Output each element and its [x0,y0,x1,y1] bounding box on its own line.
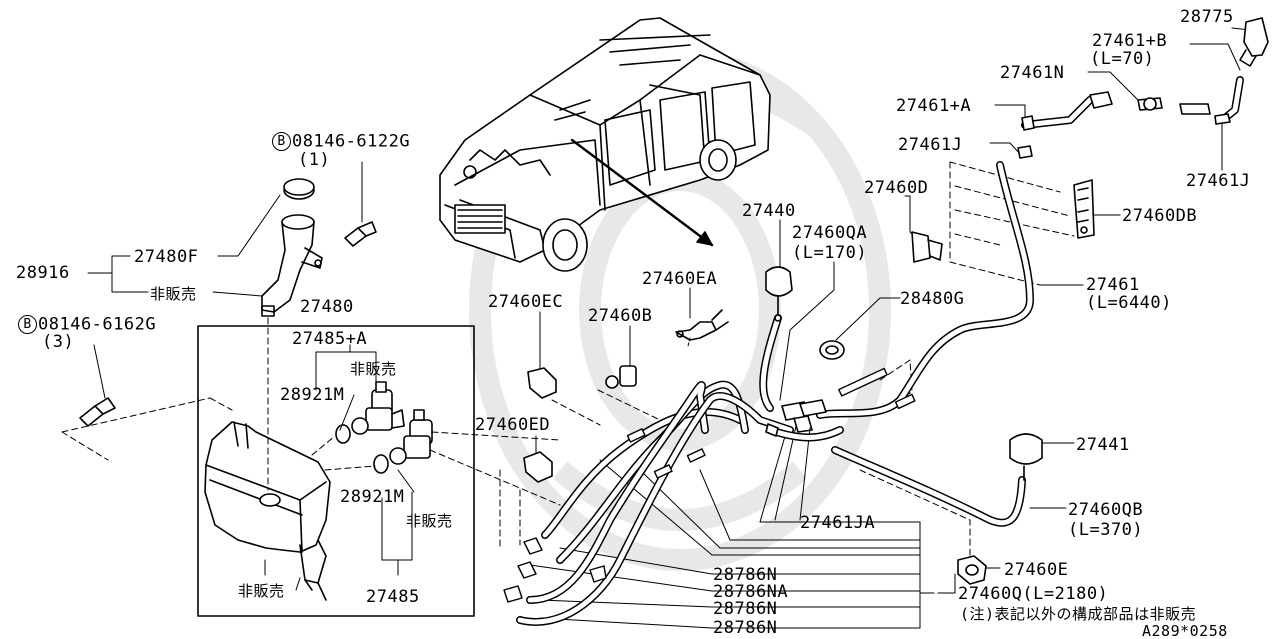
hose-27461N [1021,76,1244,129]
footnote: (注)表記以外の構成部品は非販売 [960,605,1197,623]
label-bolt2-qty: (3) [42,332,75,352]
hose-main-long [816,161,1034,419]
label-not-for-sale-3: 非販売 [406,512,453,530]
bolt-left [79,344,116,427]
label-27441: 27441 [1076,435,1130,455]
filler-cap-and-neck [261,178,323,317]
label-28786N-3: 28786N [713,618,778,638]
label-28480G: 28480G [900,289,965,309]
label-28921M-2: 28921M [340,487,405,507]
hose-27460QB [831,446,1026,527]
part-27460E-clip [957,555,987,585]
label-bolt1-qty: (1) [298,150,331,170]
label-27460QB-length: (L=370) [1068,520,1144,540]
label-27485: 27485 [366,587,420,607]
part-27460B [605,365,637,389]
label-27480: 27480 [300,297,354,317]
part-28775 [1239,17,1269,67]
label-27461J-top: 27461J [898,135,963,155]
label-27461B: 27461+B [1092,31,1168,51]
bolt-top [344,161,377,247]
label-27461J-right: 27461J [1186,171,1251,191]
label-27460QA-length: (L=170) [792,243,868,263]
label-27460QA: 27460QA [792,223,868,243]
label-27461A: 27461+A [896,96,972,116]
label-not-for-sale-4: 非販売 [238,582,285,600]
label-27460DB: 27460DB [1122,206,1198,226]
hose-bundle [516,380,844,626]
label-not-for-sale-1: 非販売 [150,285,197,303]
label-27460QB: 27460QB [1068,500,1144,520]
label-not-for-sale-2: 非販売 [350,360,397,378]
label-28786N-2: 28786N [713,599,778,619]
label-28916: 28916 [16,263,70,283]
bolt-circle-b-icon: B [272,132,291,151]
label-27461N: 27461N [1000,63,1065,83]
part-27460DB-clip [1073,179,1095,239]
label-27485A: 27485+A [292,329,368,349]
label-27460D: 27460D [864,178,929,198]
label-27461JA: 27461JA [800,513,876,533]
part-27460EA-valve [675,309,729,347]
label-27460B: 27460B [588,306,653,326]
part-27460ED-clip [523,451,553,483]
label-27460E: 27460E [1004,560,1069,580]
part-27441-nozzle [1009,433,1043,481]
label-27460EC: 27460EC [488,292,564,312]
part-28786-elbows [503,537,607,603]
label-27461: 27461 [1086,275,1140,295]
label-27461-length: (L=6440) [1086,293,1172,313]
reservoir-kit-box [197,325,475,617]
part-T-joint [765,399,827,437]
label-27460ED: 27460ED [475,415,551,435]
label-28786N-1: 28786N [713,565,778,585]
vehicle-illustration [439,17,771,272]
label-27440: 27440 [742,201,796,221]
washer-pumps [335,381,433,474]
bolt-circle-b-icon: B [18,315,37,334]
part-28480G-grommet [819,340,845,360]
label-27460Q: 27460Q(L=2180) [958,584,1109,604]
location-arrow [570,138,714,247]
label-28775: 28775 [1180,7,1234,27]
washer-tank [204,317,331,601]
label-28786NA: 28786NA [713,582,789,602]
part-27460D-clip [911,231,943,263]
label-27480F: 27480F [134,247,199,267]
label-27460EA: 27460EA [642,269,718,289]
label-28921M-1: 28921M [280,385,345,405]
hose-27460QA [759,314,782,412]
part-27461A-joint [1017,115,1035,159]
part-27440-nozzle [765,266,793,322]
label-27461B-length: (L=70) [1090,49,1155,69]
part-27461N-connector [1089,91,1231,125]
part-27460EC-clip [527,367,557,399]
figure-code: A289*0258 [1142,622,1228,639]
